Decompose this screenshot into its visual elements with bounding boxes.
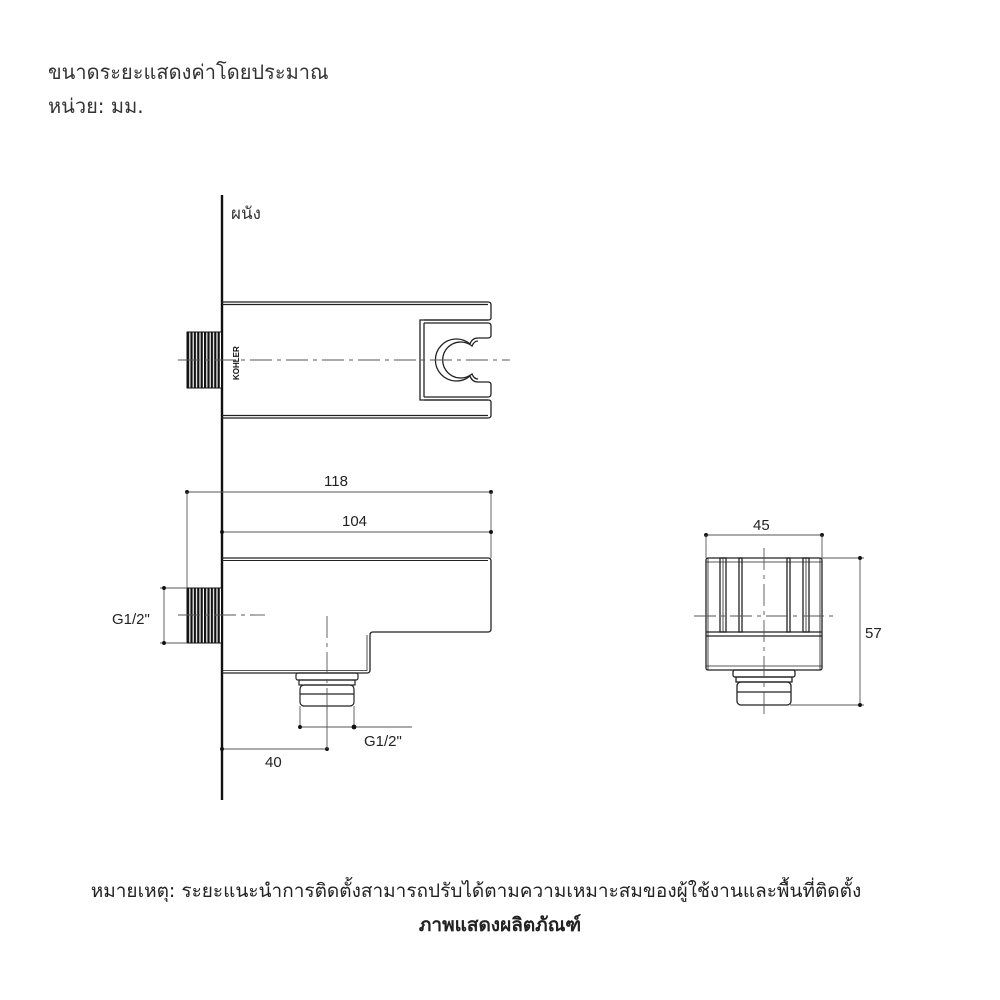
kohler-logo: KOHLER <box>232 346 241 380</box>
dim-104: 104 <box>342 513 367 530</box>
wall-label: ผนัง <box>231 204 261 224</box>
inlet-thread-side <box>186 587 223 644</box>
installation-note: หมายเหตุ: ระยะแนะนำการติดตั้งสามารถปรับไ… <box>90 880 862 902</box>
side-view: 118 104 G1/2" G1/2" 40 <box>112 473 493 771</box>
dim-outlet-thread: G1/2" <box>364 733 402 750</box>
dim-57: 57 <box>865 625 882 642</box>
approx-dimensions-note: ขนาดระยะแสดงค่าโดยประมาณ <box>48 60 329 84</box>
product-caption: ภาพแสดงผลิตภัณฑ์ <box>418 914 582 936</box>
dim-118: 118 <box>324 473 348 490</box>
top-view <box>222 301 492 419</box>
dim-40: 40 <box>265 754 282 771</box>
unit-label: หน่วย: มม. <box>48 94 144 118</box>
dim-inlet-thread: G1/2" <box>112 611 150 628</box>
dim-45: 45 <box>753 517 770 534</box>
front-view: 45 57 <box>694 517 882 716</box>
